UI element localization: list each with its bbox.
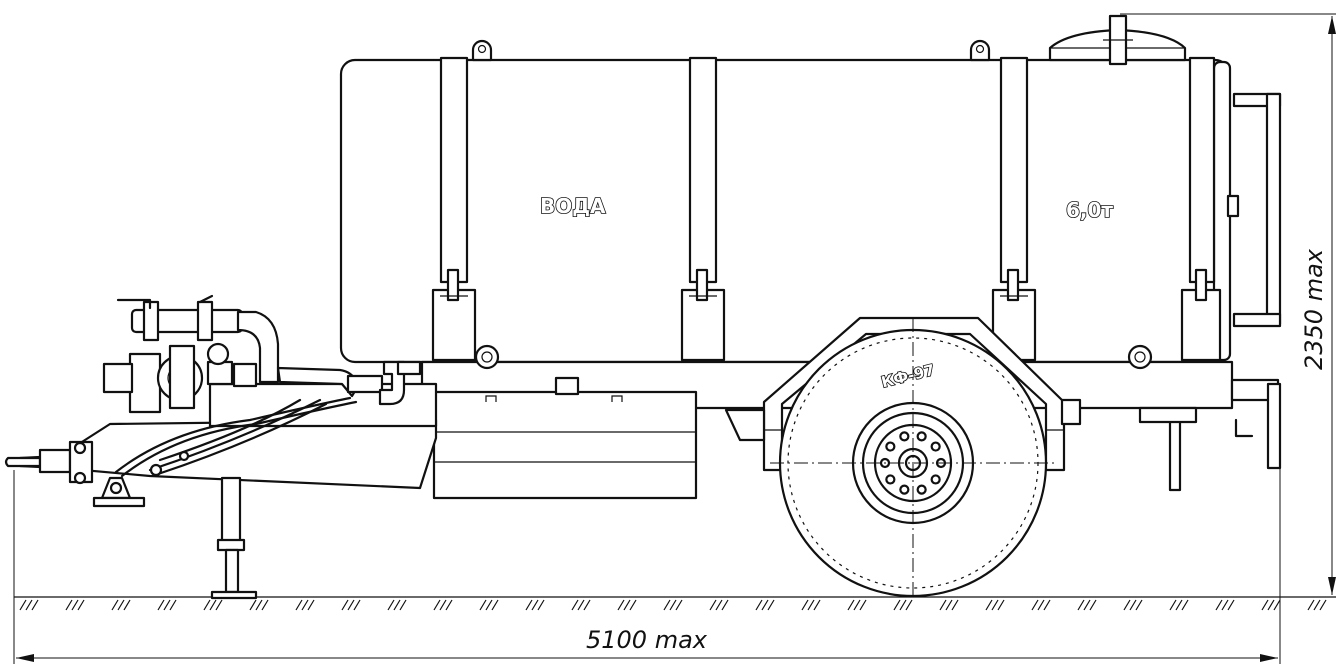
wheel-bolt [930,474,941,485]
tank-capacity-label: 6,0т [1066,198,1113,222]
filler-hatch [1048,14,1187,66]
toolbox [432,376,698,500]
lifting-eye [471,39,493,62]
tank-strap [991,56,1037,362]
tank-strap [431,56,477,362]
length-dimension-text: 5100 max [586,626,708,654]
drawbar [4,418,438,508]
support-leg [210,476,258,600]
water-tank [339,14,1282,364]
hydraulic-hoses [114,396,358,478]
wheel-bolt [885,441,896,452]
length-dimension [13,384,1281,664]
wheel-bolt [899,431,910,442]
wheel [770,318,1058,600]
wheel-bolt [916,431,927,442]
height-dimension-text: 2350 max [1300,248,1328,370]
tank-strap [1180,56,1222,362]
height-dimension [1120,13,1336,595]
rear-ladder [1226,92,1282,328]
tank-strap [680,56,726,362]
wheel-bolt [916,484,927,495]
lifting-eye [969,39,991,62]
wheel-bolt [899,484,910,495]
wheel-bolt [885,474,896,485]
ground [14,596,1336,611]
tank-straps [431,56,1222,362]
wheel-bolt [930,441,941,452]
tank-content-label: ВОДА [540,194,606,218]
